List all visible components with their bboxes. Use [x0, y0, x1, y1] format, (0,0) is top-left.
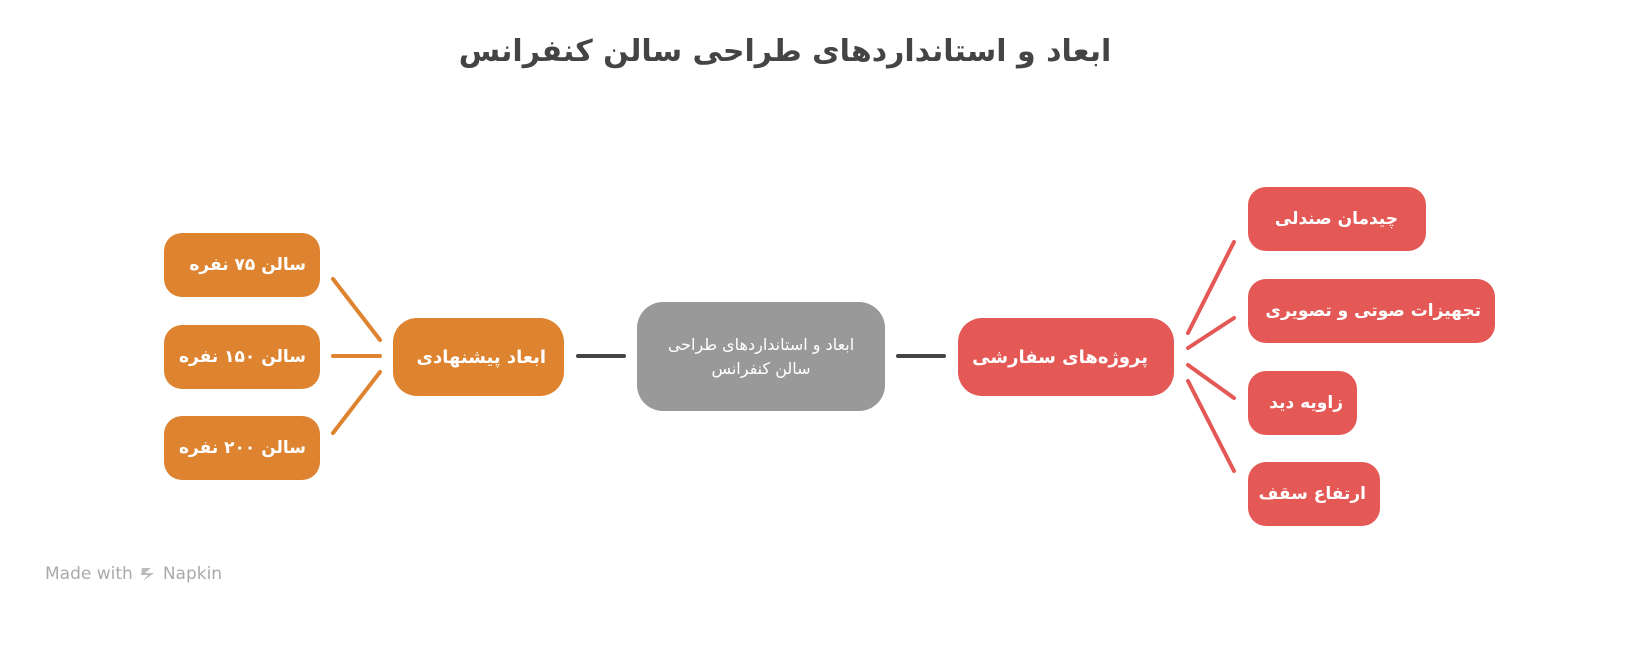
connector-right-4 — [1186, 379, 1236, 473]
node-label: سالن ۱۵۰ نفره — [179, 347, 306, 367]
napkin-watermark: Made with Napkin — [45, 564, 222, 584]
node-label: پروژه‌های سفارشی — [972, 346, 1148, 368]
node-hall-150: سالن ۱۵۰ نفره — [164, 325, 320, 389]
node-label: ابعاد و استانداردهای طراحی سالن کنفرانس — [667, 334, 855, 378]
node-av-equipment: تجهیزات صوتی و تصویری — [1248, 279, 1495, 343]
node-label: ابعاد پیشنهادی — [416, 346, 547, 368]
connector-left-3 — [331, 370, 382, 435]
connector-left-1 — [331, 277, 382, 342]
napkin-brand-text: Napkin — [162, 564, 223, 584]
node-hall-75: سالن ۷۵ نفره — [164, 233, 320, 297]
node-ceiling-height: ارتفاع سقف — [1248, 462, 1380, 526]
node-label: چیدمان صندلی — [1274, 209, 1398, 229]
node-label: ارتفاع سقف — [1258, 484, 1366, 504]
connector-right-3 — [1186, 363, 1236, 400]
napkin-logo-icon — [140, 568, 154, 581]
node-label: زاویه دید — [1269, 393, 1343, 413]
node-custom-projects: پروژه‌های سفارشی — [958, 318, 1174, 396]
node-label: تجهیزات صوتی و تصویری — [1265, 301, 1481, 321]
node-label: سالن ۲۰۰ نفره — [179, 438, 306, 458]
made-with-text: Made with — [45, 564, 133, 584]
diagram-title: ابعاد و استانداردهای طراحی سالن کنفرانس — [458, 34, 1112, 69]
node-central-topic: ابعاد و استانداردهای طراحی سالن کنفرانس — [637, 302, 885, 411]
node-hall-200: سالن ۲۰۰ نفره — [164, 416, 320, 480]
node-label: سالن ۷۵ نفره — [189, 255, 306, 275]
connector-right-2 — [1186, 316, 1236, 350]
node-viewing-angle: زاویه دید — [1248, 371, 1357, 435]
node-suggested-dimensions: ابعاد پیشنهادی — [393, 318, 564, 396]
node-seating-layout: چیدمان صندلی — [1248, 187, 1426, 251]
connector-right-1 — [1186, 240, 1236, 335]
